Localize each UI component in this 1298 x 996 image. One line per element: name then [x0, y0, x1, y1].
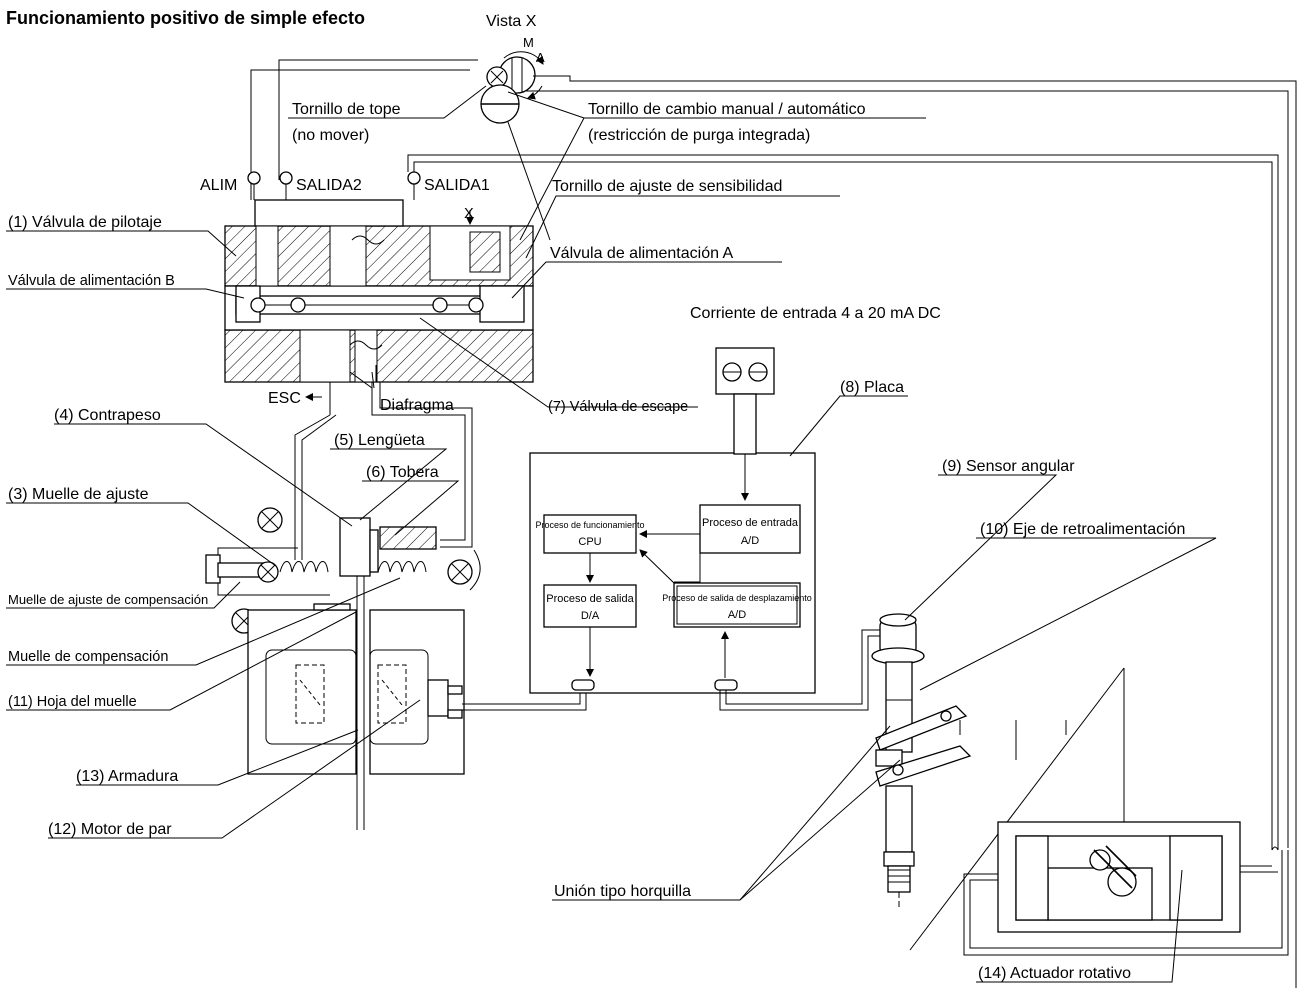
- board-outline: [529, 452, 816, 694]
- rotary-actuator: [963, 821, 1289, 956]
- adjust-spring: [279, 561, 329, 573]
- displacement-process-block: [673, 582, 801, 628]
- adjust-spring-label: (3) Muelle de ajuste: [8, 486, 149, 503]
- supply-port: [247, 171, 261, 185]
- pilot-valve-body: X: [224, 199, 534, 383]
- svg-text:D/A: D/A: [581, 610, 600, 622]
- board-label: (8) Placa: [840, 379, 904, 396]
- x-view-mark: X: [464, 206, 474, 222]
- label-leaders: [6, 85, 1217, 983]
- svg-text:Proceso de funcionamiento: Proceso de funcionamiento: [535, 520, 644, 530]
- sensitivity-screw-label: Tornillo de ajuste de sensibilidad: [552, 178, 782, 195]
- nozzle-tubing: [294, 382, 473, 560]
- sensor-wire: [719, 635, 880, 711]
- output-process-block: [543, 584, 637, 628]
- nozzle: [379, 526, 437, 550]
- stop-screw-label: Tornillo de tope: [292, 101, 401, 118]
- comp-adjust-spring-label: Muelle de ajuste de compensación: [8, 592, 208, 607]
- svg-text:A/D: A/D: [741, 535, 759, 547]
- svg-text:Proceso de salida de desplazam: Proceso de salida de desplazamiento: [662, 593, 812, 603]
- output2-port: [279, 171, 293, 185]
- output2-port-label: SALIDA2: [296, 177, 362, 194]
- dial-mark-a: A: [536, 50, 545, 65]
- control-board: Proceso de entrada A/D Proceso de funcio…: [529, 347, 816, 694]
- counterweight: [339, 517, 371, 577]
- fork-lower: [875, 745, 972, 787]
- view-x-label: Vista X: [486, 13, 537, 30]
- svg-text:Proceso de salida: Proceso de salida: [546, 593, 634, 605]
- input-current-label: Corriente de entrada 4 a 20 mA DC: [690, 305, 941, 322]
- coil-right: [377, 664, 407, 724]
- diaphragm-label: Diafragma: [380, 397, 454, 414]
- comp-spring-label: Muelle de compensación: [8, 649, 168, 665]
- input-process-block: [699, 504, 801, 554]
- rotary-actuator-label: (14) Actuador rotativo: [978, 965, 1131, 982]
- exhaust-label: ESC: [268, 390, 301, 407]
- feedback-shaft-label: (10) Eje de retroalimentación: [980, 521, 1185, 538]
- flapper-label: (5) Lengüeta: [334, 432, 425, 449]
- cpu-process-block: [543, 514, 637, 554]
- dial-mark-m: M: [523, 35, 534, 50]
- coil-left: [295, 664, 325, 724]
- leaf-spring-label: (11) Hoja del muelle: [8, 694, 137, 710]
- angle-sensor-assembly: [871, 613, 972, 910]
- supply-valve-a-body: [479, 285, 525, 323]
- diaphragm-area: [354, 329, 378, 383]
- exhaust-valve-label: (7) Válvula de escape: [548, 399, 688, 415]
- stop-screw-note: (no mover): [292, 127, 369, 144]
- manual-auto-note: (restricción de purga integrada): [588, 127, 810, 144]
- labels: Tornillo de tope (no mover) Tornillo de …: [8, 101, 1185, 982]
- ports: ALIM SALIDA2 SALIDA1: [200, 171, 490, 200]
- nozzle-label: (6) Tobera: [366, 464, 439, 481]
- dial-rotation-arrow: [503, 51, 544, 65]
- exhaust-port: ESC: [268, 382, 331, 415]
- supply-port-label: ALIM: [200, 177, 237, 194]
- diagram-title: Funcionamiento positivo de simple efecto: [6, 8, 365, 28]
- supply-valve-b-label: Válvula de alimentación B: [8, 273, 175, 289]
- fork-joint-label: Unión tipo horquilla: [554, 883, 691, 900]
- comp-spring: [377, 561, 427, 573]
- supply-valve-a-label: Válvula de alimentación A: [550, 245, 734, 262]
- air-piping: [250, 59, 1297, 988]
- torque-motor-label: (12) Motor de par: [48, 821, 172, 838]
- output1-port-label: SALIDA1: [424, 177, 490, 194]
- counterweight-label: (4) Contrapeso: [54, 407, 161, 424]
- manual-auto-screw-label: Tornillo de cambio manual / automático: [588, 101, 866, 118]
- svg-text:CPU: CPU: [578, 536, 601, 548]
- output1-port: [407, 171, 421, 185]
- svg-text:Proceso de entrada: Proceso de entrada: [702, 517, 799, 529]
- svg-text:A/D: A/D: [728, 609, 746, 621]
- view-x-dial: Vista X M A: [480, 13, 545, 124]
- armature-label: (13) Armadura: [76, 768, 178, 785]
- pilot-valve-label: (1) Válvula de pilotaje: [8, 214, 162, 231]
- flapper-nozzle-mechanism: [205, 507, 481, 830]
- flapper: [369, 529, 379, 573]
- angle-sensor-label: (9) Sensor angular: [942, 458, 1075, 475]
